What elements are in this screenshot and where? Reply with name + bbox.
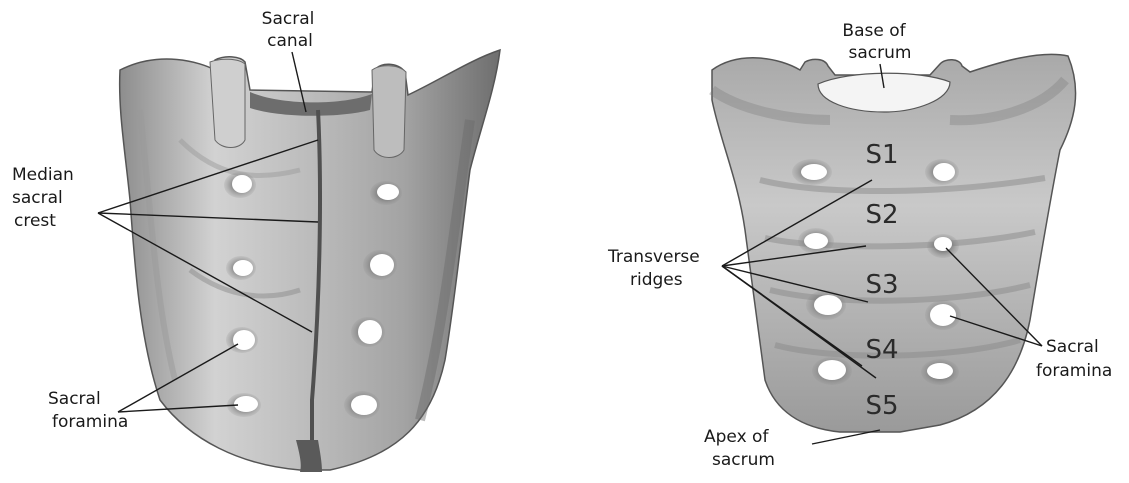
label-apex-of-sacrum: Apex of sacrum <box>704 427 880 470</box>
svg-text:sacral: sacral <box>12 188 63 208</box>
segment-s1: S1 <box>865 140 898 170</box>
svg-text:foramina: foramina <box>52 412 128 432</box>
svg-text:Base of: Base of <box>842 21 906 41</box>
svg-text:foramina: foramina <box>1036 361 1112 381</box>
segment-s5: S5 <box>865 391 898 421</box>
svg-text:Median: Median <box>12 165 74 185</box>
svg-text:crest: crest <box>14 211 56 231</box>
svg-text:Transverse: Transverse <box>607 247 700 267</box>
svg-text:canal: canal <box>267 31 313 51</box>
svg-text:Sacral: Sacral <box>1046 337 1099 357</box>
segment-s4: S4 <box>865 335 898 365</box>
svg-text:sacrum: sacrum <box>712 450 775 470</box>
svg-text:ridges: ridges <box>630 270 683 290</box>
segment-s2: S2 <box>865 200 898 230</box>
svg-text:Apex of: Apex of <box>704 427 769 447</box>
svg-text:Sacral: Sacral <box>262 9 315 29</box>
anterior-sacrum-drawing: S1 S2 S3 S4 S5 <box>712 54 1076 432</box>
segment-s3: S3 <box>865 270 898 300</box>
svg-text:sacrum: sacrum <box>849 43 912 63</box>
svg-text:Sacral: Sacral <box>48 389 101 409</box>
